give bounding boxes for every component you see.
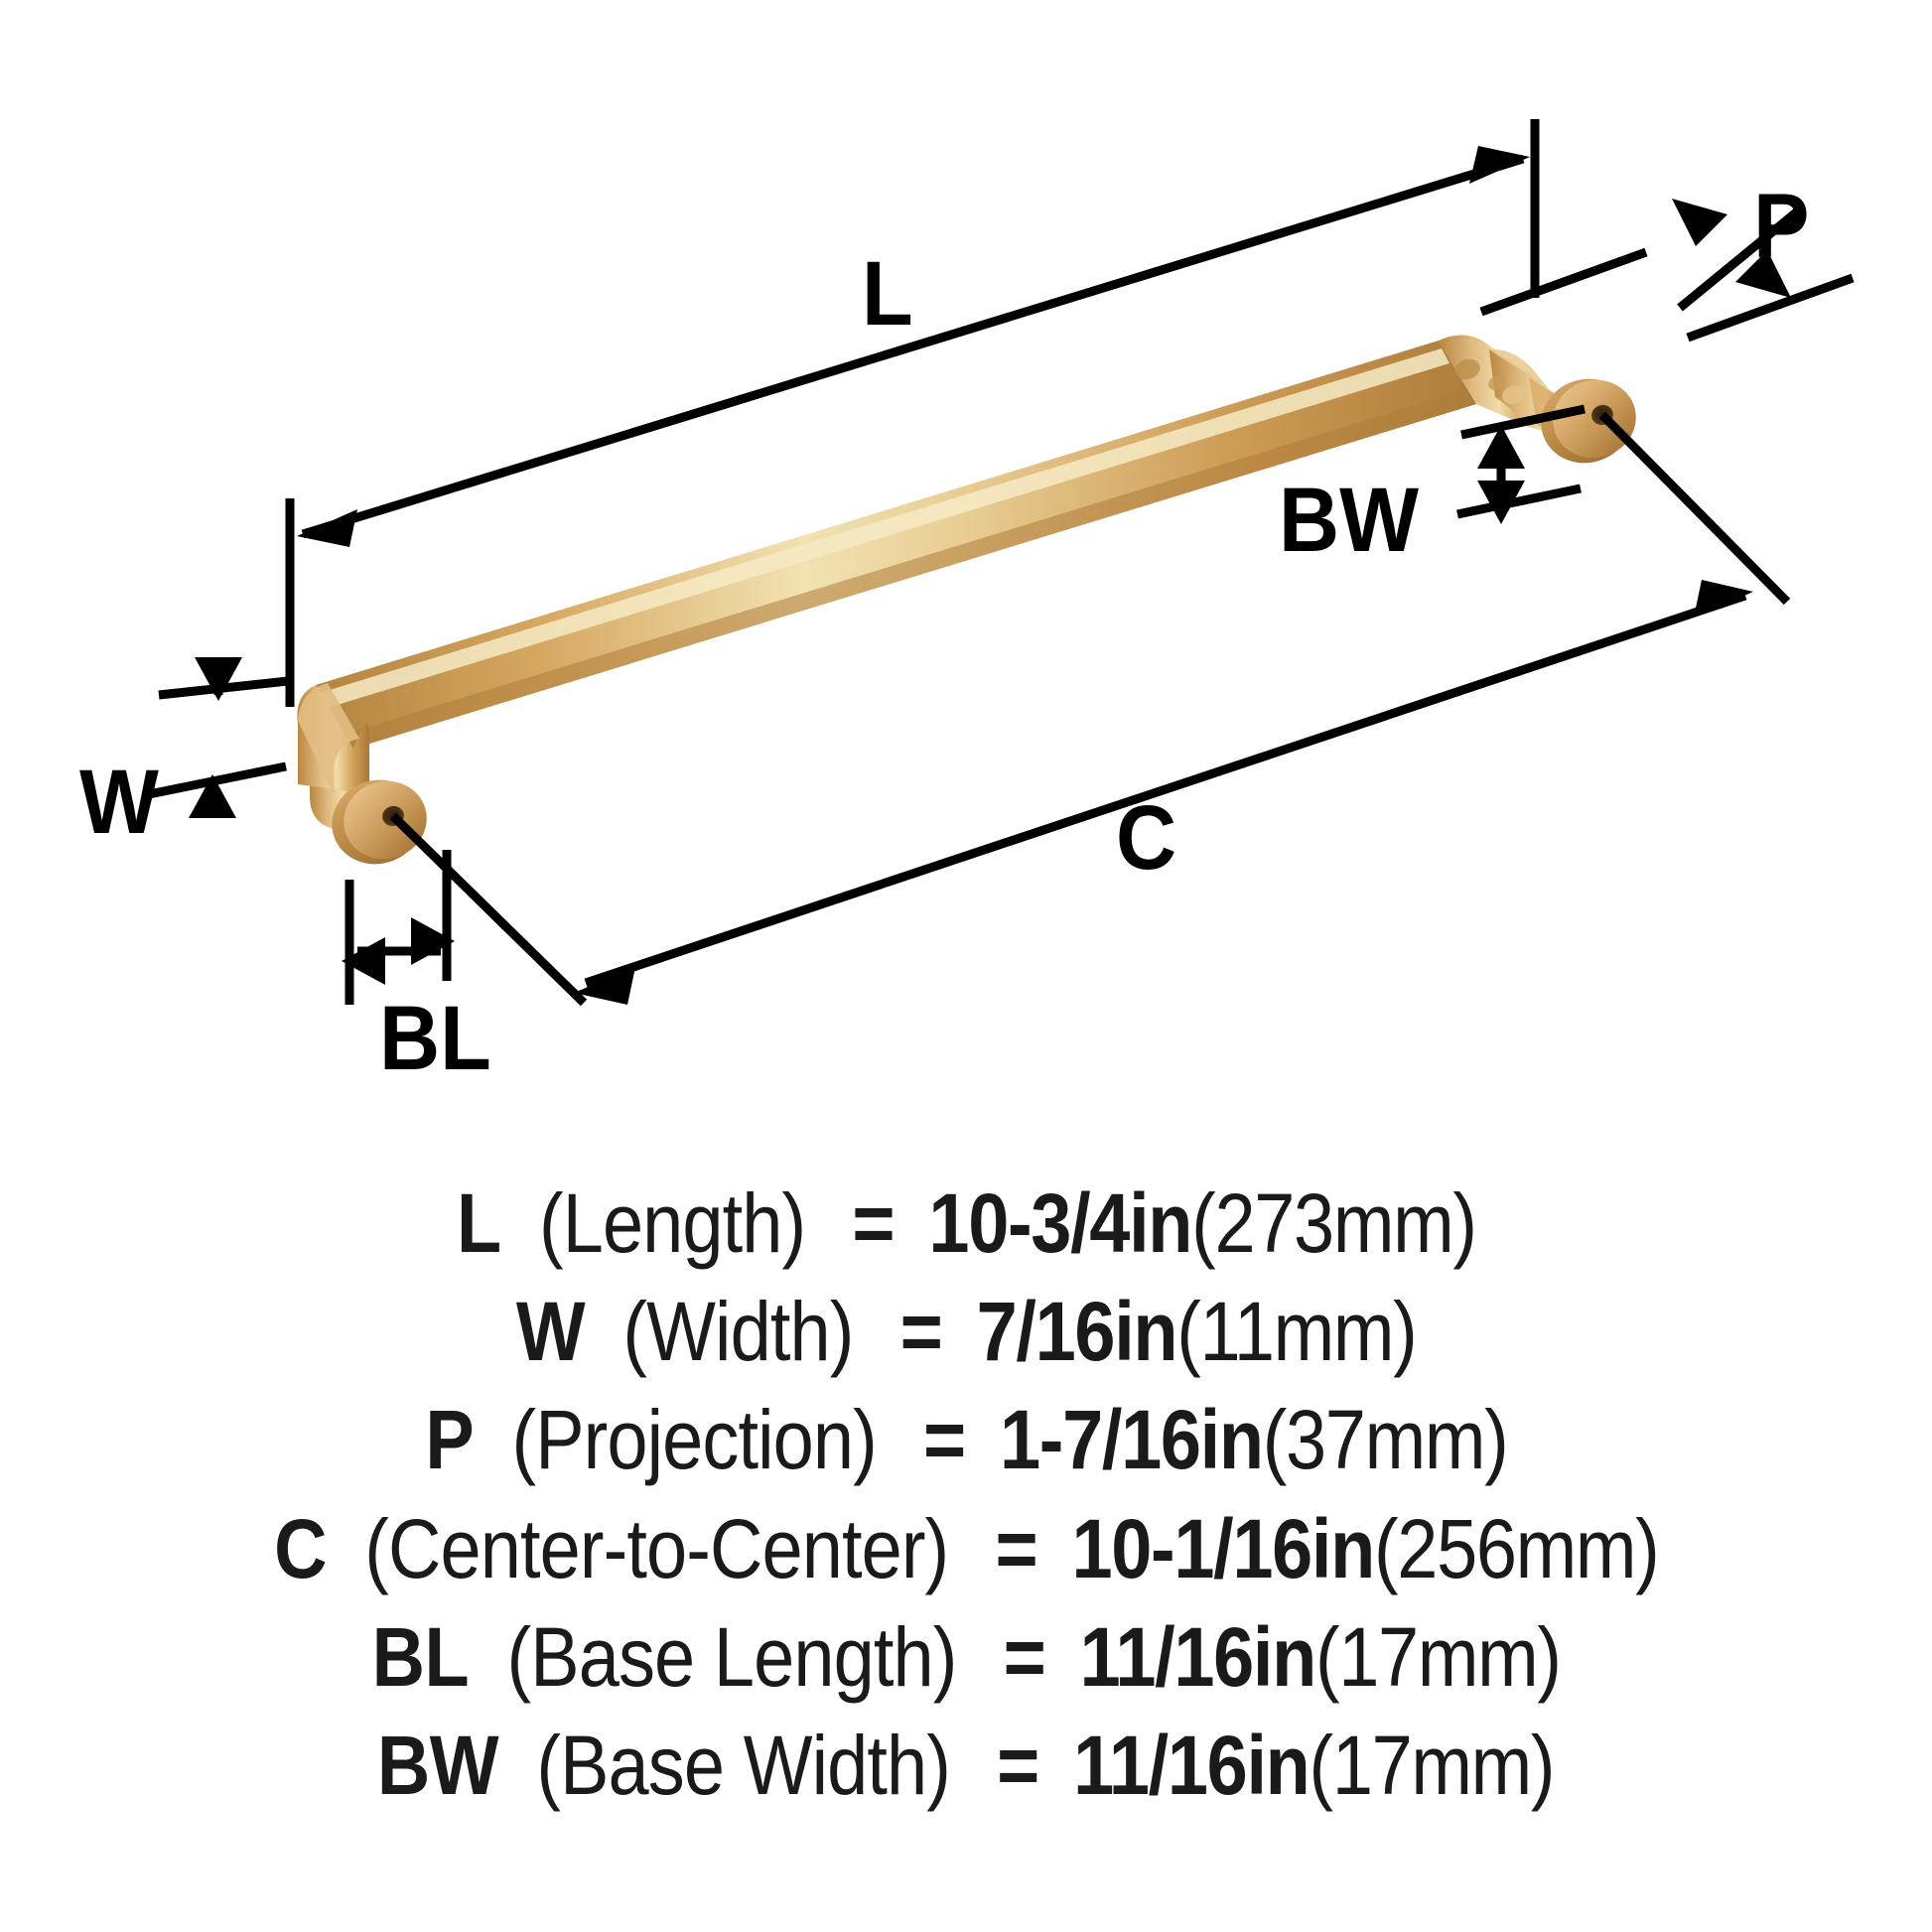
left-mounting-base <box>332 779 427 865</box>
spec-row-base-width: BW (Base Width) = 11/16in(17mm) <box>0 1712 1932 1820</box>
w-arrow-up <box>189 774 236 818</box>
bw-arrow-down <box>1477 481 1525 524</box>
p-tick-lower <box>1686 273 1855 343</box>
spec-symbol: L <box>456 1176 501 1270</box>
spec-equals: = <box>995 1501 1038 1595</box>
c-leader-left <box>389 812 588 1007</box>
spec-metric: (17mm) <box>1310 1718 1556 1812</box>
bw-dimension-arrows <box>1477 425 1525 524</box>
spec-description: (Length) <box>538 1176 806 1270</box>
spec-value: 7/16in <box>976 1285 1177 1379</box>
w-arrow-down <box>195 657 242 701</box>
dimension-label-base-width: BW <box>1279 470 1420 571</box>
spec-value: 10-3/4in <box>928 1176 1192 1270</box>
spec-symbol: BL <box>371 1609 470 1704</box>
spec-symbol: BW <box>377 1718 499 1812</box>
spec-metric: (37mm) <box>1262 1393 1508 1487</box>
spec-value: 1-7/16in <box>999 1393 1264 1487</box>
spec-value: 11/16in <box>1073 1718 1311 1812</box>
spec-symbol: C <box>273 1501 327 1595</box>
bw-arrow-up <box>1477 425 1525 469</box>
spec-equals: = <box>922 1393 966 1487</box>
spec-row-length: L (Length) = 10-3/4in(273mm) <box>0 1170 1932 1278</box>
bl-arrow-left <box>342 937 385 985</box>
spec-equals: = <box>852 1176 896 1270</box>
p-arrow-upper <box>1672 199 1727 246</box>
l-arrow-right <box>1469 146 1530 184</box>
dimension-label-length: L <box>862 243 913 345</box>
spec-row-projection: P (Projection) = 1-7/16in(37mm) <box>0 1386 1932 1494</box>
spec-value: 10-1/16in <box>1071 1501 1375 1595</box>
p-tick-upper <box>1479 247 1648 317</box>
c-arrow-left <box>574 967 635 1005</box>
p-arrow-lower <box>1735 250 1791 298</box>
l-arrow-left <box>297 509 357 547</box>
technical-drawing <box>148 119 1855 1007</box>
spec-row-width: W (Width) = 7/16in(11mm) <box>0 1278 1932 1386</box>
dimension-label-width: W <box>79 752 159 853</box>
spec-row-center-to-center: C (Center-to-Center) = 10-1/16in(256mm) <box>0 1495 1932 1603</box>
bw-tick-upper <box>1460 404 1586 440</box>
dimension-label-projection: P <box>1753 176 1810 277</box>
spec-description: (Projection) <box>511 1393 877 1487</box>
spec-equals: = <box>1003 1609 1046 1704</box>
c-dimension-line <box>584 591 1747 988</box>
w-tick-lower <box>148 761 287 799</box>
spec-description: (Center-to-Center) <box>364 1501 949 1595</box>
spec-symbol: P <box>424 1393 474 1487</box>
product-illustration <box>297 335 1636 865</box>
dimension-label-center-to-center: C <box>1116 787 1177 889</box>
spec-metric: (17mm) <box>1314 1609 1562 1704</box>
spec-description: (Base Width) <box>536 1718 952 1812</box>
bw-tick-lower <box>1456 483 1582 519</box>
dimension-label-base-length: BL <box>379 988 491 1089</box>
spec-metric: (256mm) <box>1373 1501 1660 1595</box>
spec-equals: = <box>899 1285 943 1379</box>
c-leader-right <box>1598 411 1791 606</box>
w-dimension-arrows <box>189 657 242 818</box>
handle-bar <box>316 341 1476 749</box>
right-mounting-base <box>1541 378 1636 464</box>
bl-dimension-arrows <box>342 917 455 985</box>
p-dimension-arrows <box>1672 199 1791 298</box>
spec-metric: (273mm) <box>1190 1176 1477 1270</box>
c-arrow-right <box>1694 580 1753 618</box>
spec-description: (Base Length) <box>506 1609 957 1704</box>
spec-symbol: W <box>515 1285 586 1379</box>
spec-value: 11/16in <box>1079 1609 1316 1704</box>
bl-arrow-right <box>411 917 455 965</box>
specification-list: L (Length) = 10-3/4in(273mm) W (Width) =… <box>0 1170 1932 1820</box>
p-dimension-line <box>1677 205 1804 312</box>
l-dimension-line <box>301 154 1525 539</box>
spec-row-base-length: BL (Base Length) = 11/16in(17mm) <box>0 1603 1932 1712</box>
spec-description: (Width) <box>622 1285 854 1379</box>
spec-metric: (11mm) <box>1176 1285 1418 1379</box>
spec-equals: = <box>997 1718 1040 1812</box>
